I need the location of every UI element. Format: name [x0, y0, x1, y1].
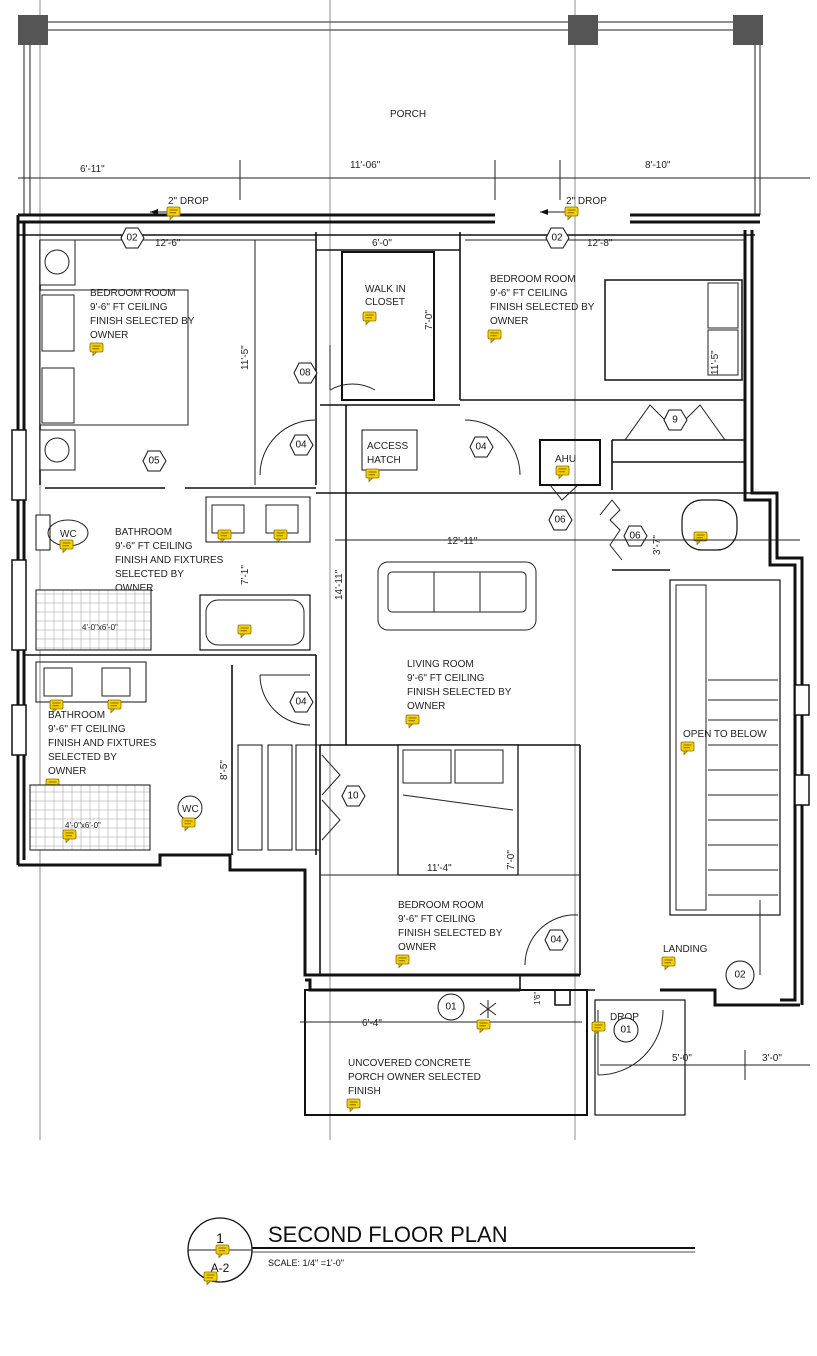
drop-right: 2" DROP	[540, 196, 607, 220]
dim-8-5: 8'-5"	[219, 760, 230, 780]
tag-04-d: 04	[544, 929, 569, 951]
bedroom-left: BEDROOM ROOM 9'-6" FT CEILING FINISH SEL…	[39, 232, 317, 489]
svg-text:04: 04	[550, 935, 562, 946]
tag-06-a: 06	[548, 509, 573, 531]
tag-08: 08	[293, 362, 318, 384]
title-block: 1 A-2 SECOND FLOOR PLAN SCALE: 1/4" =1'-…	[187, 1217, 695, 1285]
side-entry: DROP 01 5'-0" 3'-0"	[591, 999, 810, 1116]
dim-7-1: 7'-1"	[240, 565, 251, 585]
porch-label: PORCH	[390, 109, 426, 120]
dim-11-5-right: 11'-5"	[710, 350, 721, 375]
dim-7-0: 7'-0"	[424, 310, 435, 330]
svg-text:08: 08	[299, 368, 311, 379]
dim-8-10: 8'-10"	[645, 160, 671, 171]
porch-area: PORCH	[18, 0, 763, 1140]
dim-7-0b: 7'-0"	[506, 850, 517, 870]
stairs: OPEN TO BELOW LANDING 02	[661, 579, 781, 990]
uncovered-porch: 6'-4" 01 UNCOVERED CONCRETE PORCH OWNER …	[300, 989, 588, 1116]
bedroom-bottom: 10 11'-4" 7'-0" BEDROOM ROOM 9'-6" FT CE…	[319, 744, 595, 1006]
tag-09: 9	[663, 409, 688, 431]
top-dimension-line: 6'-11" 11'-06" 8'-10"	[18, 160, 810, 200]
dim-3-7: 3'-7"	[652, 535, 663, 555]
dim-14-11: 14'-11"	[334, 569, 345, 600]
tag-10: 10	[341, 785, 366, 807]
svg-text:06: 06	[554, 515, 566, 526]
dim-5-0: 5'-0"	[672, 1053, 692, 1064]
wc-bottom-label: WC	[182, 804, 199, 815]
plan-scale: SCALE: 1/4" =1'-0"	[268, 1258, 344, 1268]
dim-1-6: 1'6"	[533, 992, 542, 1005]
bedroom-left-label: BEDROOM ROOM 9'-6" FT CEILING FINISH SEL…	[90, 288, 197, 341]
hall-area: ACCESS HATCH 04 04 AHU 06 06 3'-7"	[259, 404, 760, 745]
tag-02-right: 02	[545, 227, 570, 249]
sofa	[377, 561, 537, 631]
living-room-label: LIVING ROOM 9'-6" FT CEILING FINISH SELE…	[407, 659, 514, 712]
svg-text:02: 02	[734, 970, 746, 981]
bathroom-top-label: BATHROOM 9'-6" FT CEILING FINISH AND FIX…	[115, 527, 226, 594]
drop-bottom-label: DROP	[610, 1012, 639, 1023]
tag-02-landing: 02	[725, 960, 755, 990]
drop-left: 2" DROP	[150, 196, 209, 220]
drop-left-label: 2" DROP	[168, 196, 209, 207]
bedroom-right-label: BEDROOM ROOM 9'-6" FT CEILING FINISH SEL…	[490, 274, 597, 327]
uncovered-porch-label: UNCOVERED CONCRETE PORCH OWNER SELECTED …	[348, 1058, 484, 1097]
shower-bottom-dim: 4'-0"x6'-0"	[65, 821, 101, 830]
lower-hall: 04 8'-5"	[219, 655, 321, 855]
ahu-label: AHU	[555, 454, 576, 465]
svg-text:10: 10	[347, 791, 359, 802]
access-hatch-label: ACCESS HATCH	[367, 441, 411, 466]
tag-04-b: 04	[469, 436, 494, 458]
tag-06-b: 06	[623, 525, 648, 547]
tag-04-c: 04	[289, 691, 314, 713]
svg-text:04: 04	[295, 697, 307, 708]
walk-in-closet-label: WALK IN CLOSET	[365, 284, 409, 308]
tag-01-entry: 01	[613, 1017, 639, 1043]
svg-text:06: 06	[629, 531, 641, 542]
svg-text:02: 02	[126, 233, 138, 244]
living-room: 12'-11" 14'-11" LIVING ROOM 9'-6" FT CEI…	[334, 536, 800, 728]
dim-12-11: 12'-11"	[447, 536, 478, 547]
svg-text:02: 02	[551, 233, 563, 244]
wc-top-label: WC	[60, 529, 77, 540]
svg-text:01: 01	[620, 1025, 632, 1036]
dim-11-4: 11'-4"	[427, 863, 452, 874]
bathroom-top: WC BATHROOM 9'-6" FT CEILING FINISH AND …	[24, 496, 316, 656]
shower-top-dim: 4'-0"x6'-0"	[82, 623, 118, 632]
tag-02-left: 02	[120, 227, 145, 249]
dim-3-0: 3'-0"	[762, 1053, 782, 1064]
svg-text:9: 9	[672, 415, 678, 426]
bedroom-right: BEDROOM ROOM 9'-6" FT CEILING FINISH SEL…	[460, 238, 745, 490]
dim-11-5-left: 11'-5"	[240, 345, 251, 370]
tag-01-porch: 01	[437, 993, 465, 1021]
exterior-walls	[11, 213, 810, 1007]
svg-text:05: 05	[148, 456, 160, 467]
svg-text:01: 01	[445, 1002, 457, 1013]
svg-text:04: 04	[295, 440, 307, 451]
callout-number: 1	[216, 1230, 224, 1246]
dim-6-0: 6'-0"	[372, 238, 392, 249]
plan-title: SECOND FLOOR PLAN	[268, 1222, 508, 1247]
tag-05: 05	[142, 450, 167, 472]
drop-right-label: 2" DROP	[566, 196, 607, 207]
tag-04-a: 04	[289, 434, 314, 456]
landing-label: LANDING	[663, 944, 708, 955]
dim-12-8: 12'-8"	[587, 238, 613, 249]
svg-text:04: 04	[475, 442, 487, 453]
dim-12-6: 12'-6"	[155, 238, 181, 249]
bathroom-bottom-label: BATHROOM 9'-6" FT CEILING FINISH AND FIX…	[48, 710, 159, 777]
walk-in-closet: WALK IN CLOSET 6'-0" 7'-0" 08	[293, 232, 461, 401]
callout-sheet: A-2	[211, 1261, 230, 1275]
dim-6-11: 6'-11"	[80, 164, 105, 175]
bathroom-bottom: BATHROOM 9'-6" FT CEILING FINISH AND FIX…	[29, 661, 203, 851]
bedroom-bottom-label: BEDROOM ROOM 9'-6" FT CEILING FINISH SEL…	[398, 900, 505, 953]
dim-11-06: 11'-06"	[350, 160, 381, 171]
open-to-below-label: OPEN TO BELOW	[683, 729, 767, 740]
dim-6-4: 6'-4"	[362, 1018, 382, 1029]
